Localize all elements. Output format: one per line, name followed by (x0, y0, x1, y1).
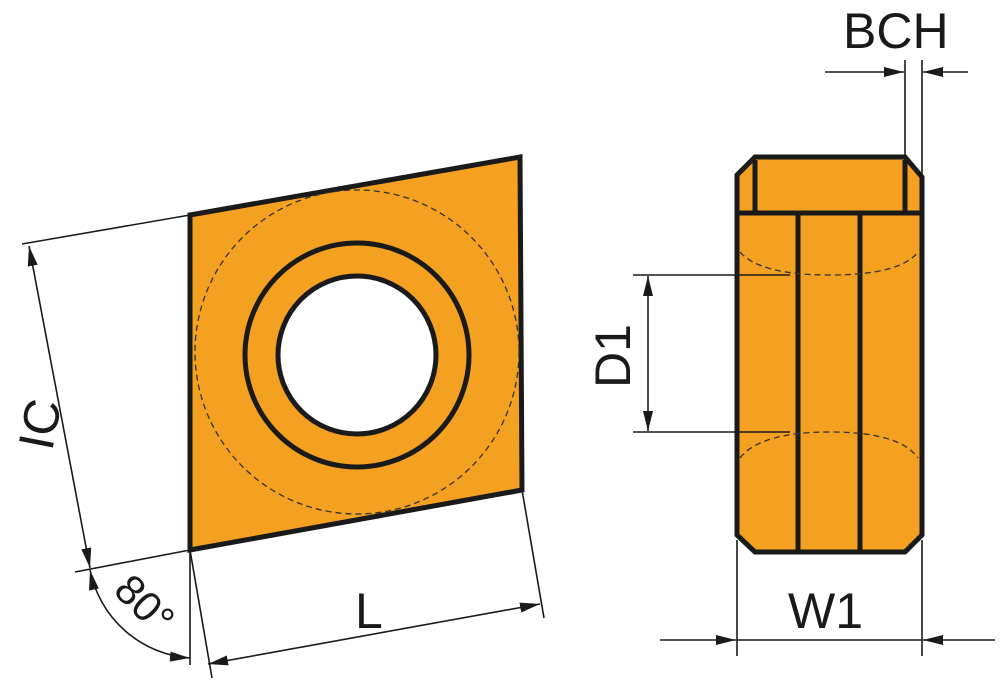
side-body (734, 154, 925, 555)
insert-top-view (187, 154, 525, 553)
w1-dimension: W1 (660, 540, 995, 656)
d1-label: D1 (585, 324, 641, 388)
bch-dimension: BCH (825, 3, 968, 177)
ic-dimension: IC (8, 214, 191, 573)
insert-side-view (734, 154, 925, 555)
inscribed-circle (194, 189, 520, 515)
ic-label: IC (8, 394, 73, 454)
bch-label: BCH (843, 3, 949, 59)
length-label: L (355, 583, 383, 639)
length-dimension: L (189, 489, 545, 679)
w1-label: W1 (788, 583, 863, 639)
d1-dimension: D1 (585, 274, 790, 433)
center-hole (275, 273, 439, 437)
angle-label: 80° (106, 565, 184, 643)
angle-dimension: 80° (89, 550, 191, 665)
